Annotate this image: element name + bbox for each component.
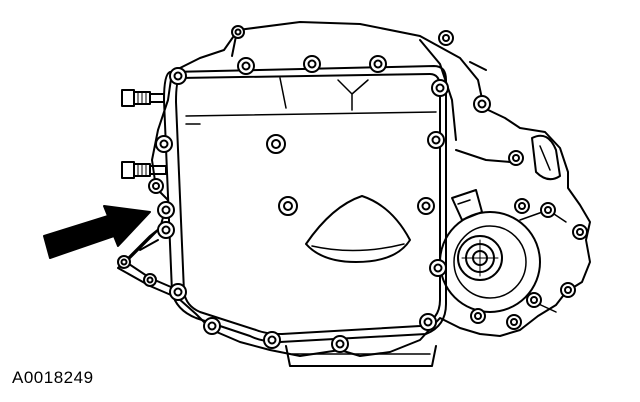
pan-bolt	[155, 135, 173, 153]
sensor	[451, 189, 483, 221]
pan-surface-bolts	[266, 134, 298, 216]
pan-bolt-indicated	[157, 201, 175, 219]
lower-flange	[125, 227, 179, 291]
pan-bolts	[148, 55, 449, 353]
pan-bolt	[148, 178, 164, 194]
cooler-fitting-lower	[121, 161, 167, 179]
pan-bolt	[303, 55, 321, 73]
pan-bolt	[263, 331, 281, 349]
output-shaft	[457, 235, 503, 281]
pan-gasket-flange	[163, 65, 447, 343]
pan-bolt	[429, 259, 447, 277]
pan-bolt	[417, 197, 435, 215]
pan-bolt	[369, 55, 387, 73]
indicator-arrow	[43, 205, 151, 259]
pan-bolt	[169, 283, 187, 301]
figure-code: A0018249	[12, 368, 94, 387]
pan-bolt	[419, 313, 437, 331]
pan-bolt	[237, 57, 255, 75]
upper-right-boss	[531, 134, 561, 181]
pan-bolt	[427, 131, 445, 149]
cooler-fitting-upper	[121, 89, 165, 107]
pan-dome	[305, 195, 411, 263]
pan-bolt	[331, 335, 349, 353]
pan-bottom-plate	[285, 345, 437, 367]
pan-bolt	[157, 221, 175, 239]
pan-bolt	[431, 79, 449, 97]
output-seal-housing	[439, 211, 541, 313]
case-bolts	[117, 25, 588, 330]
pan-bolt	[169, 67, 187, 85]
pan-bolt	[203, 317, 221, 335]
